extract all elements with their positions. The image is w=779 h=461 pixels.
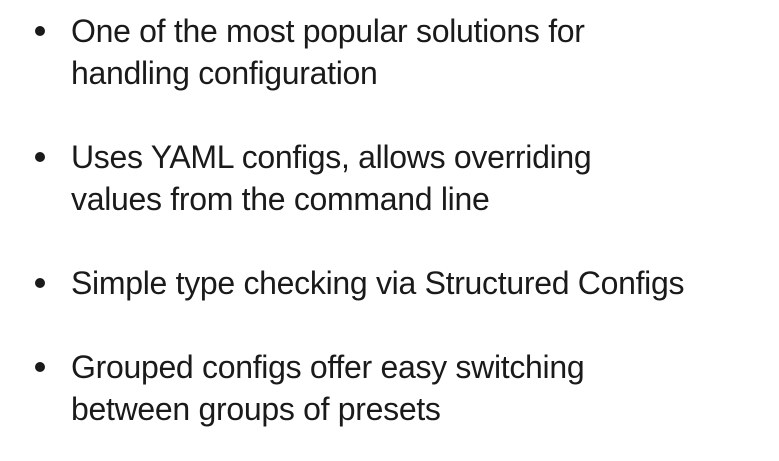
bullet-dot-icon	[35, 278, 45, 288]
bullet-dot-icon	[35, 26, 45, 36]
bullet-text: Uses YAML configs, allows overriding	[71, 139, 592, 175]
bullet-item-3: Simple type checking via Structured Conf…	[33, 262, 773, 304]
bullet-item-1: One of the most popular solutions for ha…	[33, 10, 773, 94]
bullet-list: One of the most popular solutions for ha…	[33, 10, 773, 430]
bullet-text: values from the command line	[71, 181, 490, 217]
bullet-dot-icon	[35, 152, 45, 162]
bullet-item-2: Uses YAML configs, allows overriding val…	[33, 136, 773, 220]
bullet-item-4: Grouped configs offer easy switching bet…	[33, 346, 773, 430]
bullet-text: One of the most popular solutions for	[71, 13, 585, 49]
bullet-text: Grouped configs offer easy switching	[71, 349, 585, 385]
bullet-text: handling configuration	[71, 55, 378, 91]
bullet-dot-icon	[35, 362, 45, 372]
bullet-text: Simple type checking via Structured Conf…	[71, 265, 685, 301]
bullet-text: between groups of presets	[71, 391, 441, 427]
